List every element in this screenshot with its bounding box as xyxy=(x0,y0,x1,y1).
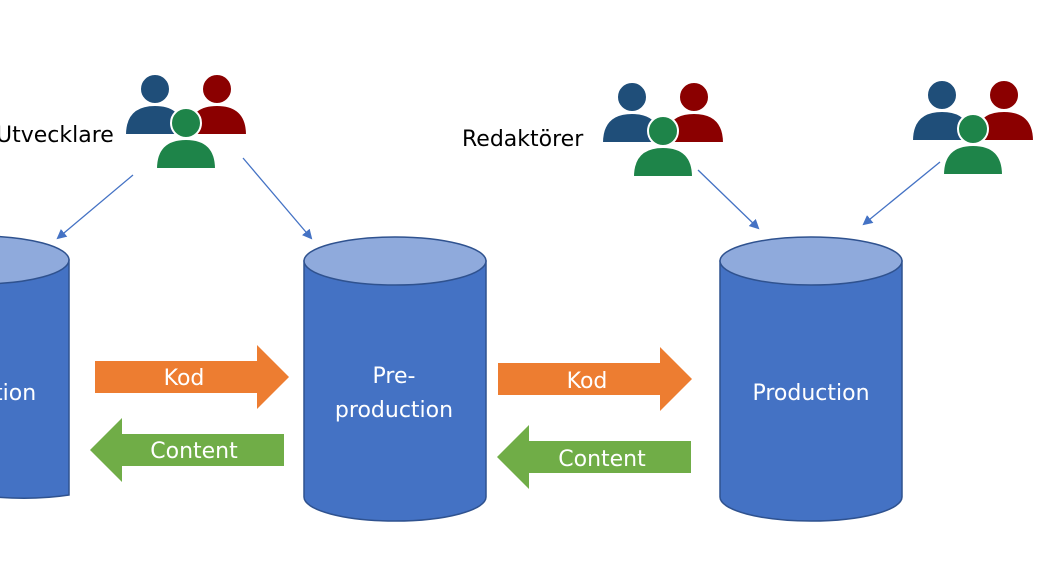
database-left: tion xyxy=(0,235,70,499)
flow-left-code: Kod xyxy=(95,345,289,409)
editors-group: Redaktörer xyxy=(462,82,724,177)
editors-label: Redaktörer xyxy=(462,127,584,152)
developers-group: Utvecklare xyxy=(0,74,247,169)
flow-left-code-label: Kod xyxy=(164,366,205,391)
flow-right-code: Kod xyxy=(498,347,692,411)
connector-right-users-prod-db xyxy=(862,161,941,226)
database-production: Production xyxy=(719,236,903,522)
connector-editors-prod-db xyxy=(697,169,760,230)
right-users-group xyxy=(912,80,1034,175)
users-group-icon xyxy=(602,82,724,177)
users-group-icon xyxy=(912,80,1034,175)
database-production-label: Production xyxy=(752,381,869,406)
developers-label: Utvecklare xyxy=(0,123,114,148)
connector-developers-preprod-db xyxy=(242,157,313,240)
connector-developers-left-db xyxy=(56,174,134,240)
flow-right-content-label: Content xyxy=(558,447,646,472)
flow-left-content: Content xyxy=(90,418,284,482)
database-preproduction-label-line2: production xyxy=(335,398,453,423)
database-preproduction: Pre- production xyxy=(303,236,487,522)
database-left-label: tion xyxy=(0,381,36,406)
users-group-icon xyxy=(125,74,247,169)
flow-left-content-label: Content xyxy=(150,439,238,464)
flow-right-content: Content xyxy=(497,425,691,489)
flow-right-code-label: Kod xyxy=(567,369,608,394)
database-preproduction-label-line1: Pre- xyxy=(373,364,416,389)
